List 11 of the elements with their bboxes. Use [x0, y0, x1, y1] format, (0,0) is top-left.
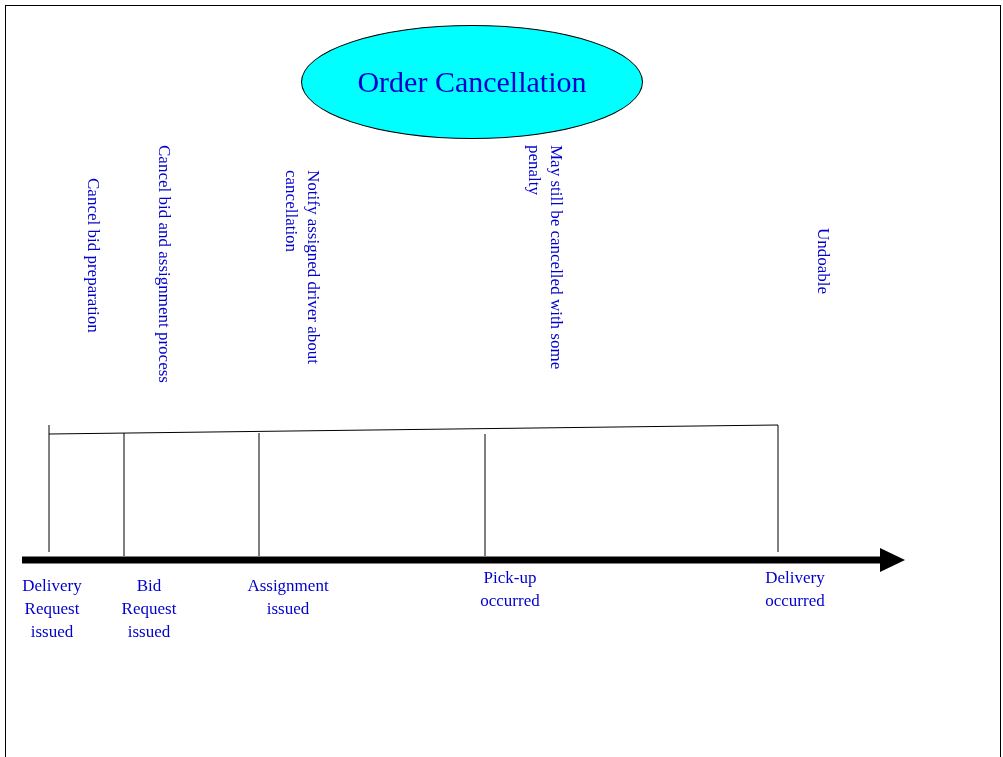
cancellation-note: Cancel bid and assignment process — [154, 145, 176, 385]
cancellation-note: Cancel bid preparation — [83, 178, 105, 335]
ellipse-title: Order Cancellation — [357, 65, 587, 99]
milestone-label: Pick-up occurred — [479, 567, 541, 612]
cancellation-note: Notify assigned driver about cancellation — [281, 170, 325, 367]
milestone-label: Assignment issued — [246, 575, 330, 620]
cancellation-note: Undoable — [813, 228, 835, 297]
cancellation-note: May still be cancelled with some penalty — [524, 145, 568, 372]
milestone-label: Delivery Request issued — [21, 575, 83, 643]
milestone-label: Delivery occurred — [764, 567, 826, 612]
milestone-label: Bid Request issued — [120, 575, 178, 643]
